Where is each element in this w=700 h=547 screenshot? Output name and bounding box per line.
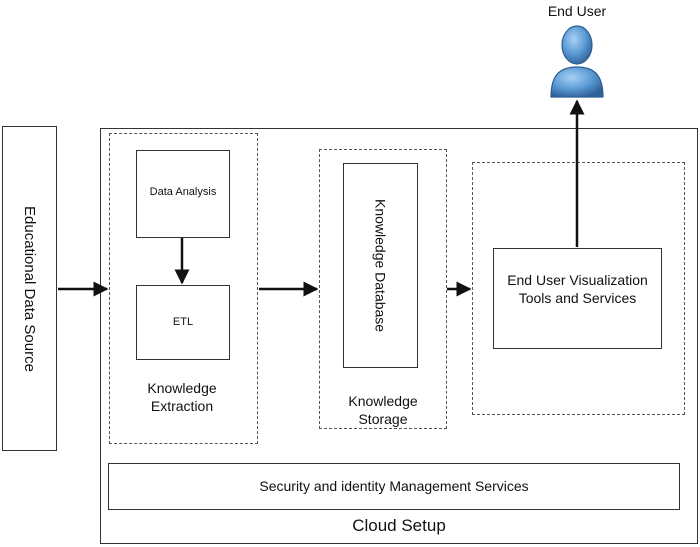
security-services-label: Security and identity Management Service… <box>259 478 529 494</box>
educational-data-source-box <box>2 126 57 451</box>
user-icon <box>550 25 604 98</box>
knowledge-database-box <box>343 163 418 368</box>
security-services-box <box>108 463 680 510</box>
data-analysis-label: Data Analysis <box>149 186 217 198</box>
cloud-setup-label: Cloud Setup <box>352 516 446 535</box>
etl-label: ETL <box>172 316 194 328</box>
end-user-label: End User <box>547 3 607 19</box>
knowledge-extraction-group <box>109 133 258 444</box>
knowledge-storage-group <box>319 149 447 429</box>
visualization-tools-box <box>493 248 662 349</box>
knowledge-extraction-label: Knowledge Extraction <box>147 380 217 414</box>
knowledge-database-label: Knowledge Database <box>372 198 389 333</box>
educational-data-source-label: Educational Data Source <box>21 205 38 372</box>
visualization-group <box>472 162 685 415</box>
visualization-tools-label: End User Visualization Tools and Service… <box>507 272 648 306</box>
data-analysis-box <box>136 150 230 238</box>
etl-box <box>136 285 230 360</box>
knowledge-storage-label: Knowledge Storage <box>348 393 418 427</box>
